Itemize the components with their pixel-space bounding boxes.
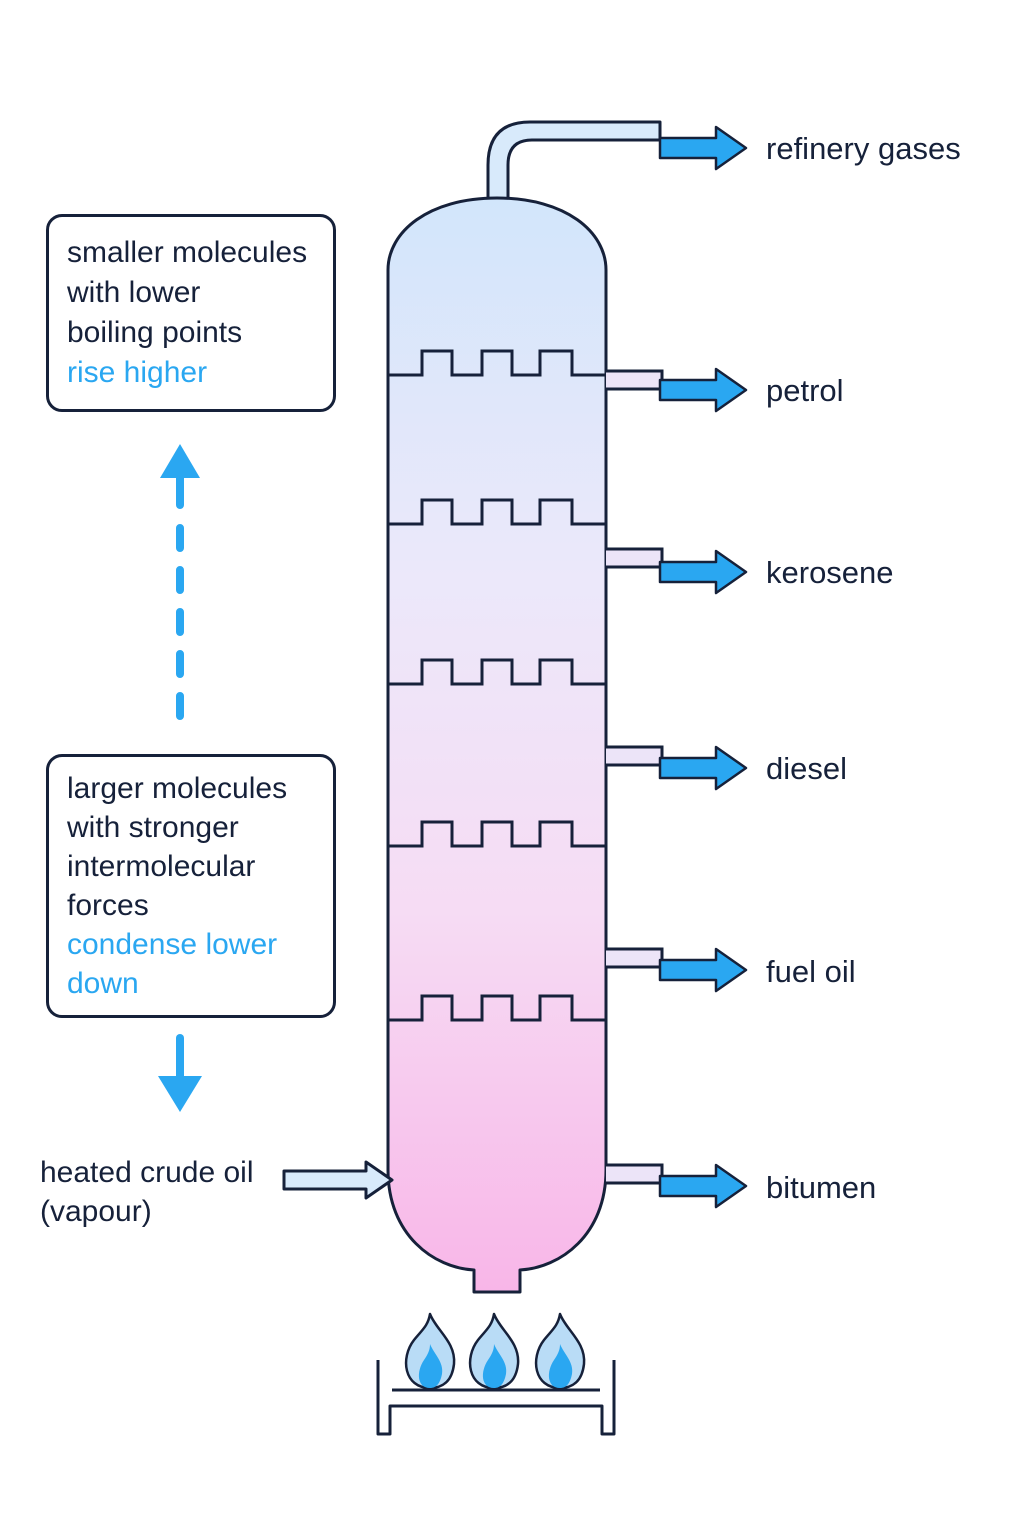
feed-inlet-arrow xyxy=(282,1160,394,1200)
trays-group xyxy=(388,349,606,1022)
top-explanation-box: smaller molecules with lower boiling poi… xyxy=(46,214,336,412)
bottom-box-line-1: larger molecules xyxy=(67,772,288,805)
bottom-explanation-box: larger molecules with stronger intermole… xyxy=(46,754,336,1018)
flame-inner-icon xyxy=(548,1344,573,1388)
top-box-line-2: with lower xyxy=(67,276,201,309)
product-label-kerosene: kerosene xyxy=(766,555,894,590)
arrow-right-icon xyxy=(658,549,748,595)
top-vapour-pipe xyxy=(486,120,662,204)
feed-label-line-1: heated crude oil xyxy=(40,1156,254,1189)
tray-1 xyxy=(388,349,606,377)
flames-group xyxy=(404,1312,586,1390)
arrow-right-icon xyxy=(658,367,748,413)
bottom-box-line-2: with stronger xyxy=(67,811,239,844)
tray-2 xyxy=(388,498,606,526)
tray-4 xyxy=(388,820,606,848)
bottom-box-line-4: forces xyxy=(67,889,149,922)
product-label-petrol: petrol xyxy=(766,373,844,408)
bottom-box-highlight-2: down xyxy=(67,967,139,1000)
side-pipes-group xyxy=(606,369,664,1185)
product-label-bitumen: bitumen xyxy=(766,1170,877,1205)
bottom-box-line-3: intermolecular xyxy=(67,850,256,883)
output-arrows-group xyxy=(658,125,748,1209)
arrow-right-icon xyxy=(658,1163,748,1209)
top-box-highlight: rise higher xyxy=(67,356,208,389)
fractionating-column xyxy=(386,196,608,1294)
feed-label-line-2: (vapour) xyxy=(40,1195,152,1228)
arrow-right-icon xyxy=(658,125,748,171)
side-pipe-3 xyxy=(606,547,664,569)
tray-5 xyxy=(388,994,606,1022)
side-pipe-5 xyxy=(606,947,664,969)
side-pipe-2 xyxy=(606,369,664,391)
side-pipe-6 xyxy=(606,1163,664,1185)
arrow-up-icon xyxy=(160,444,200,732)
bottom-box-highlight-1: condense lower xyxy=(67,928,278,961)
side-pipe-4 xyxy=(606,745,664,767)
arrow-right-icon xyxy=(658,745,748,791)
top-box-line-3: boiling points xyxy=(67,316,243,349)
flame-inner-icon xyxy=(418,1344,443,1388)
feed-label: heated crude oil (vapour) xyxy=(40,1153,254,1231)
arrow-right-icon xyxy=(658,947,748,993)
burner-stand-icon xyxy=(376,1360,616,1436)
product-label-fuel-oil: fuel oil xyxy=(766,954,856,989)
tray-3 xyxy=(388,658,606,686)
top-box-line-1: smaller molecules xyxy=(67,236,308,269)
flame-inner-icon xyxy=(482,1344,507,1388)
arrow-down-icon xyxy=(158,1034,202,1112)
product-label-diesel: diesel xyxy=(766,751,847,786)
product-label-refinery-gases: refinery gases xyxy=(766,131,961,166)
